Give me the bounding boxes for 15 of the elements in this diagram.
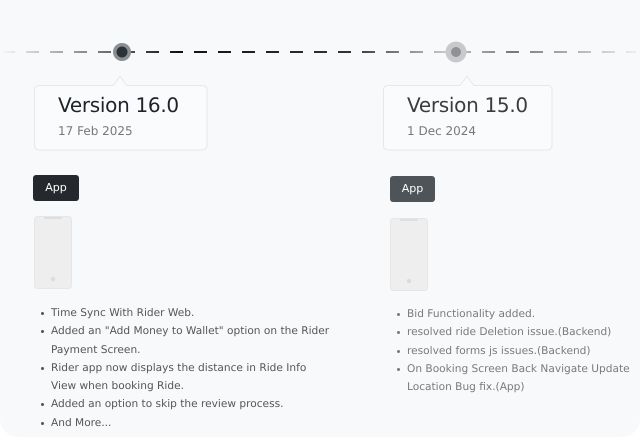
change-item: And More...	[51, 416, 112, 431]
release-date: 17 Feb 2025	[58, 124, 133, 138]
change-item: resolved ride Deletion issue.(Backend)	[407, 325, 612, 340]
change-item: Bid Functionality added.	[407, 307, 536, 322]
platform-tag: App	[33, 175, 79, 201]
version-number: Version 15.0	[407, 93, 528, 117]
change-item: Time Sync With Rider Web.	[51, 306, 196, 321]
release-date: 1 Dec 2024	[407, 124, 476, 138]
change-item: On Booking Screen Back Navigate Update Location Bug fix.(App)	[407, 362, 631, 396]
platform-tag: App	[390, 176, 435, 202]
change-item: Rider app now displays the distance in Ride Info View when booking Ride.	[51, 360, 308, 394]
change-item: Added an "Add Money to Wallet" option on the Rider Payment Screen.	[51, 324, 330, 358]
change-item: resolved forms js issues.(Backend)	[407, 344, 592, 359]
version-number: Version 16.0	[58, 93, 179, 117]
change-item: Added an option to skip the review process.	[51, 397, 284, 412]
